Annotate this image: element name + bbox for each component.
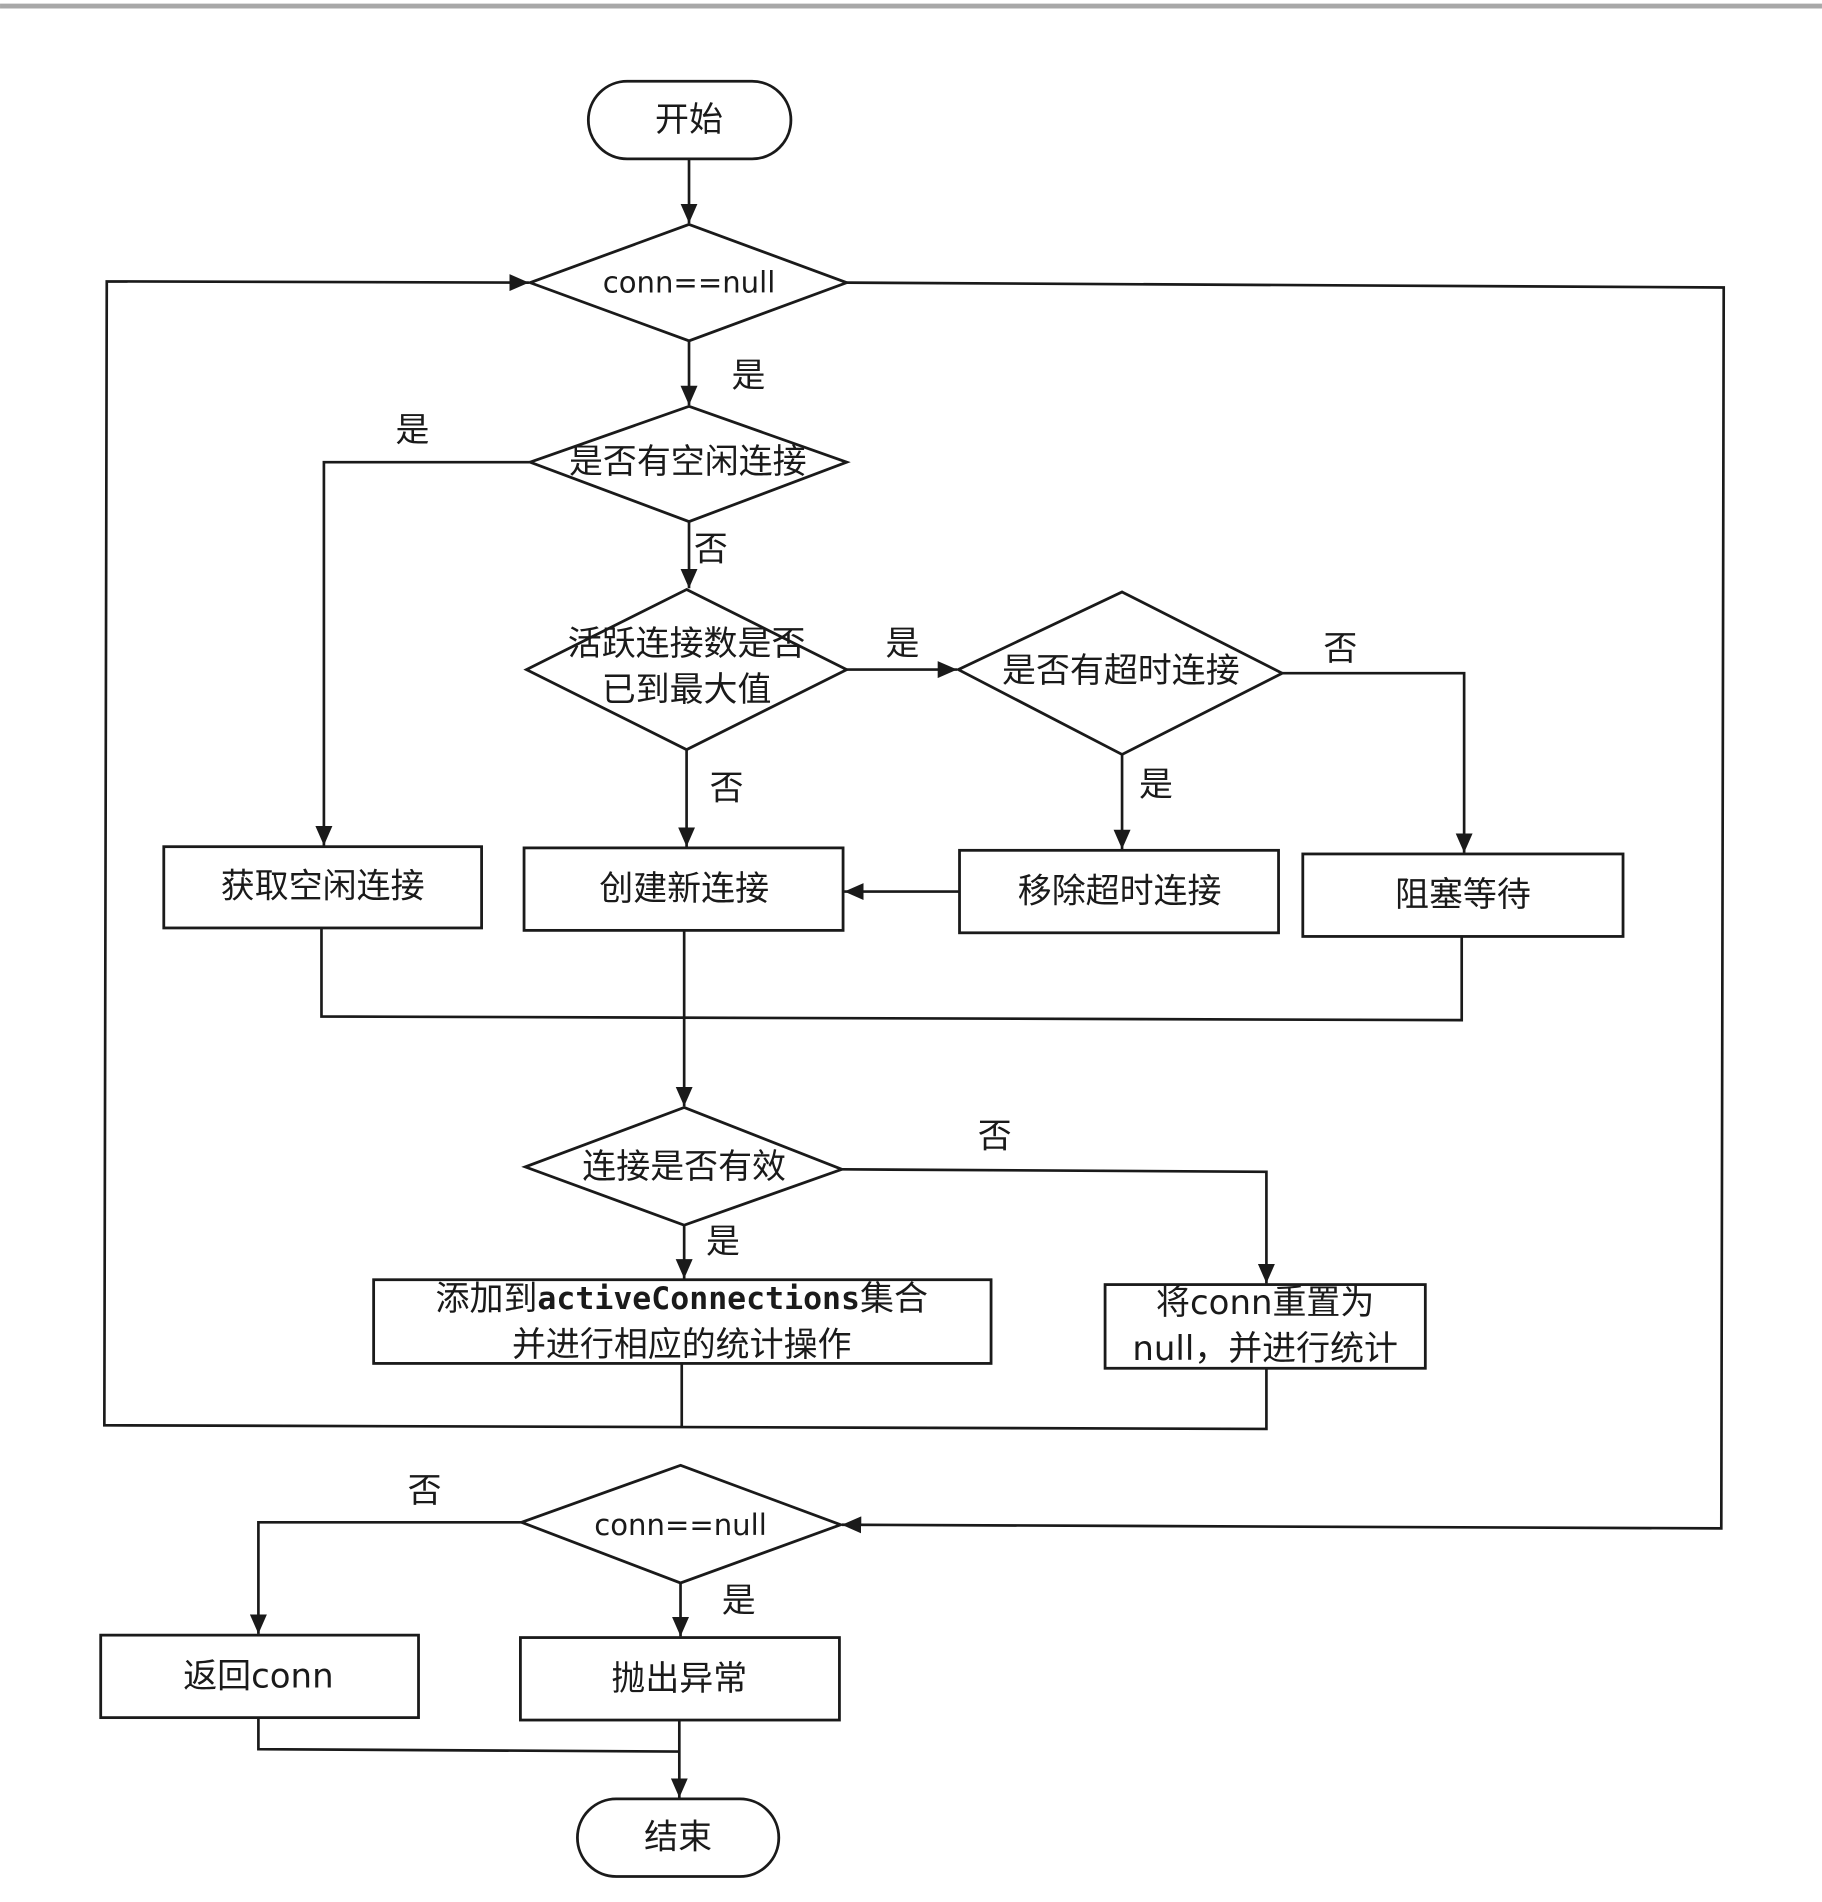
process-remove-timeout: 移除超时连接 xyxy=(958,848,1280,935)
decision-conn-null: conn==null xyxy=(526,222,851,343)
decision-max-active: 活跃连接数是否 已到最大值 xyxy=(523,587,850,752)
process-reset-conn: 将conn重置为 null，并进行统计 xyxy=(1103,1283,1427,1370)
process-reset-conn-label-line2: null，并进行统计 xyxy=(1132,1329,1398,1369)
decision-idle: 是否有空闲连接 xyxy=(526,404,851,524)
process-remove-timeout-label: 移除超时连接 xyxy=(1018,872,1222,912)
edge-label-valid-no: 否 xyxy=(978,1117,1012,1157)
edge-label-timeout-no: 否 xyxy=(1323,629,1357,669)
edge-label-idle-no: 否 xyxy=(694,529,728,569)
end-label: 结束 xyxy=(644,1818,712,1858)
edge-label-final-no: 否 xyxy=(408,1471,442,1511)
decision-idle-label: 是否有空闲连接 xyxy=(569,442,807,482)
process-get-idle: 获取空闲连接 xyxy=(162,845,483,930)
process-reset-conn-label-line1: 将conn重置为 xyxy=(1156,1283,1374,1323)
process-add-active-label-line2: 并进行相应的统计操作 xyxy=(512,1325,852,1365)
process-throw-exception-shape xyxy=(519,1636,841,1722)
process-throw-exception: 抛出异常 xyxy=(519,1636,841,1722)
add-active-suffix: 集合 xyxy=(860,1279,928,1319)
end-node: 结束 xyxy=(576,1797,781,1878)
decision-max-active-label-line2: 已到最大值 xyxy=(602,670,772,710)
process-get-idle-shape xyxy=(162,845,483,930)
process-return-conn: 返回conn xyxy=(99,1633,420,1720)
edge-conn-check-no xyxy=(841,281,1726,1534)
process-return-conn-shape xyxy=(99,1633,420,1720)
process-add-active: 添加到activeConnections集合 并进行相应的统计操作 xyxy=(372,1278,993,1365)
process-block-wait-label: 阻塞等待 xyxy=(1395,875,1531,915)
edge-valid-no xyxy=(841,1168,1275,1284)
start-label: 开始 xyxy=(655,100,723,140)
edge-label-timeout-yes: 是 xyxy=(1139,765,1173,805)
add-active-code: activeConnections xyxy=(537,1281,860,1317)
process-create-new: 创建新连接 xyxy=(522,846,845,932)
decision-timeout-label: 是否有超时连接 xyxy=(1002,651,1240,691)
process-create-new-label: 创建新连接 xyxy=(599,869,769,909)
process-get-idle-label: 获取空闲连接 xyxy=(221,867,425,907)
end-terminal-shape xyxy=(576,1797,781,1878)
start-node: 开始 xyxy=(586,79,793,161)
edge-label-max-yes: 是 xyxy=(886,624,920,664)
edge-label-conn-check-yes: 是 xyxy=(731,356,765,396)
edge-final-no xyxy=(249,1520,522,1634)
edge-return-merge xyxy=(257,1717,680,1753)
decision-timeout: 是否有超时连接 xyxy=(955,590,1286,757)
edge-label-final-yes: 是 xyxy=(722,1581,756,1621)
decision-valid-shape xyxy=(521,1105,846,1227)
process-add-active-label-line1: 添加到activeConnections集合 xyxy=(436,1279,928,1319)
edge-timeout-no xyxy=(1282,671,1473,853)
edge-idle-yes xyxy=(315,460,531,846)
decision-valid: 连接是否有效 xyxy=(521,1105,846,1227)
add-active-prefix: 添加到 xyxy=(436,1279,538,1319)
process-throw-exception-label: 抛出异常 xyxy=(611,1659,747,1699)
decision-max-active-label-line1: 活跃连接数是否 xyxy=(568,624,806,664)
decision-idle-shape xyxy=(526,404,851,524)
edge-label-max-no: 否 xyxy=(710,768,744,808)
edge-merge-connection-sources xyxy=(320,927,1464,1022)
edge-loop-back-to-conn-check xyxy=(103,274,1268,1431)
process-return-conn-label: 返回conn xyxy=(183,1656,333,1696)
decision-conn-null-label: conn==null xyxy=(603,266,776,300)
decision-valid-label: 连接是否有效 xyxy=(582,1147,786,1187)
decision-conn-null-final: conn==null xyxy=(517,1463,845,1585)
edge-label-valid-yes: 是 xyxy=(706,1222,740,1262)
decision-conn-null-final-label: conn==null xyxy=(594,1508,767,1542)
edge-label-idle-yes: 是 xyxy=(395,411,429,451)
process-block-wait: 阻塞等待 xyxy=(1301,852,1625,938)
